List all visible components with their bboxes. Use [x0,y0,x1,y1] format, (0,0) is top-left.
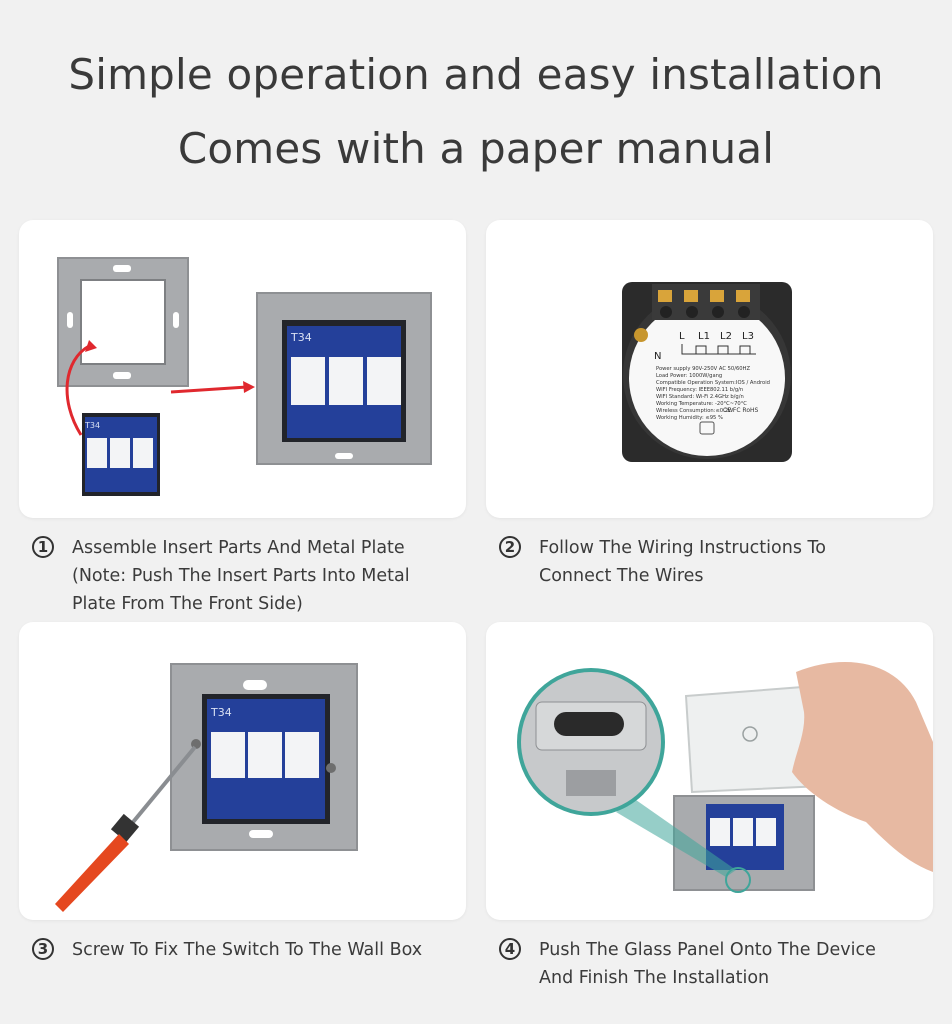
spec-line-3: Compatible Operation System:IOS / Androi… [656,380,770,386]
step-2-caption: 2 Follow The Wiring Instructions To Conn… [499,534,826,590]
headline-line-2: Comes with a paper manual [177,124,775,173]
screwdriver-illustration: T34 [55,663,358,912]
step-1-caption: 1 Assemble Insert Parts And Metal Plate … [32,534,410,618]
spec-line-5: WIFI Standard: Wi-Fi 2.4GHz b/g/n [656,394,744,400]
terminal-label-l2: L2 [720,331,732,342]
step-4-line-1: Push The Glass Panel Onto The Device [539,940,876,960]
assembly-illustration: T34 T34 [57,257,432,496]
spec-line-4: WIFI Frequency: IEEE802.11 b/g/n [656,387,743,393]
glass-panel-illustration [517,662,933,893]
step-4-caption: 4 Push The Glass Panel Onto The Device A… [499,936,876,992]
spec-line-2: Load Power: 1000W/gang [656,373,722,379]
step-3-image-card: T34 [19,622,466,920]
wiring-illustration: L L1 L2 L3 N Power supply 90V-250V AC 50… [622,282,792,462]
step-1-image-card: T34 T34 [19,220,466,518]
neutral-label: N [654,351,661,362]
step-1-line-3: Plate From The Front Side) [72,594,303,614]
wifi-icon [699,421,715,435]
step-3-caption: 3 Screw To Fix The Switch To The Wall Bo… [32,936,422,964]
headline-line-1: Simple operation and easy installation [68,50,884,99]
spec-line-8: Working Humidity: ≤95 % [656,415,723,421]
step-1-line-1: Assemble Insert Parts And Metal Plate [72,538,405,558]
spec-line-7: Wireless Consumption:≤0.2W [656,408,733,414]
spec-line-1: Power supply 90V-250V AC 50/60HZ [656,366,750,372]
touch-button-icon [742,726,758,742]
step-1-number-badge: 1 [32,536,54,558]
module-label-small: T34 [84,421,100,430]
step-3-number-badge: 3 [32,938,54,960]
step-4-line-2: And Finish The Installation [539,968,770,988]
step-2-line-2: Connect The Wires [539,566,704,586]
spec-line-6: Working Temperature: -20°C~70°C [656,401,747,407]
step-1-line-2: (Note: Push The Insert Parts Into Metal [72,566,410,586]
step-4-number-badge: 4 [499,938,521,960]
module-label-large: T34 [290,331,312,344]
terminal-label-l1: L1 [698,331,710,342]
terminal-label-l: L [679,331,685,342]
step-2-number-badge: 2 [499,536,521,558]
cert-marks: CE FC RoHS [723,407,759,414]
step-2-image-card: L L1 L2 L3 N Power supply 90V-250V AC 50… [486,220,933,518]
module-label-step-3: T34 [210,706,232,719]
terminal-label-l3: L3 [742,331,754,342]
step-3-line-1: Screw To Fix The Switch To The Wall Box [72,940,423,960]
step-2-line-1: Follow The Wiring Instructions To [539,538,826,558]
step-4-image-card [486,622,933,920]
